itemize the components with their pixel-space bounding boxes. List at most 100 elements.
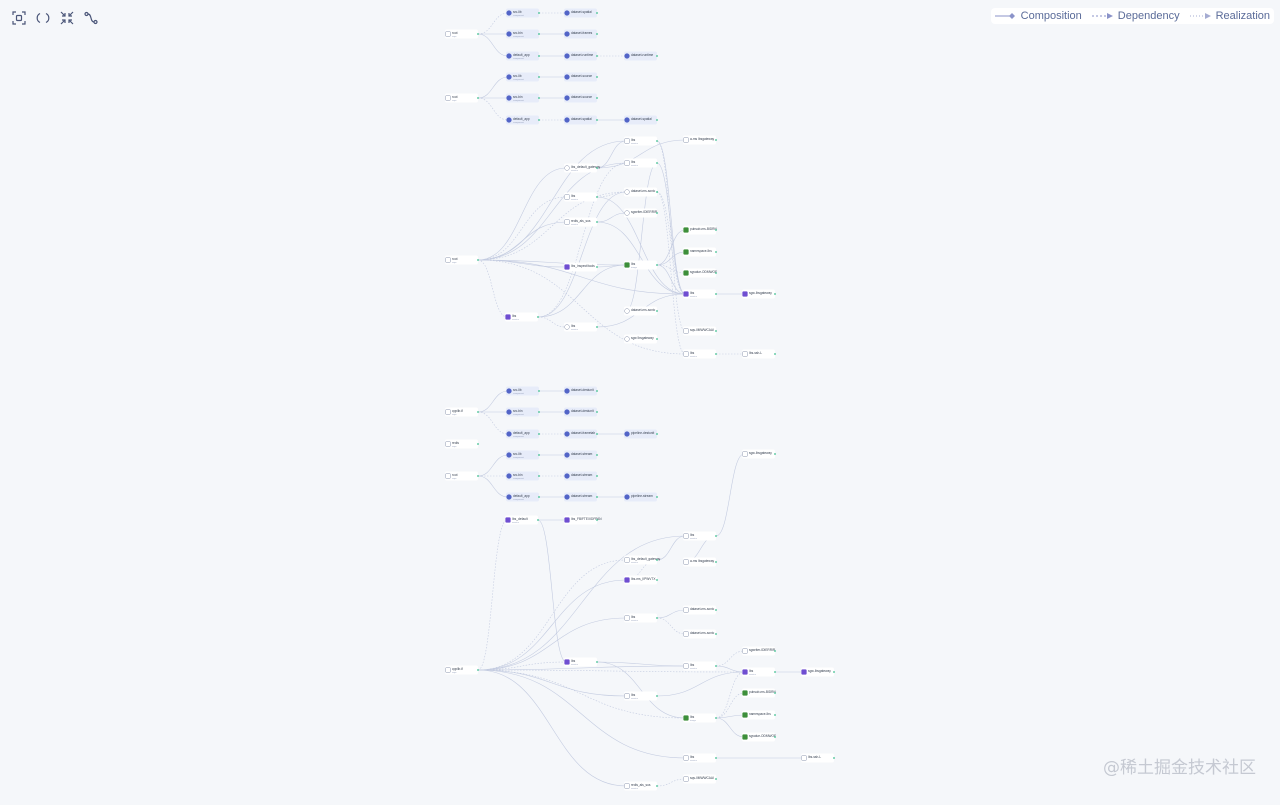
graph-edge[interactable] [477, 76, 509, 99]
graph-node[interactable]: dataset-ms-sonic [624, 187, 658, 197]
node-port[interactable] [715, 251, 717, 253]
graph-node[interactable]: Ibs-ssh-L [742, 349, 776, 359]
graph-edge[interactable] [715, 714, 745, 719]
node-port[interactable] [774, 671, 776, 673]
graph-edge[interactable] [477, 411, 509, 435]
node-port[interactable] [596, 475, 598, 477]
graph-edge[interactable] [477, 196, 567, 261]
graph-node[interactable]: dataset-stream [564, 471, 598, 481]
graph-node[interactable]: sqs-IIMWWCAAI [683, 326, 717, 336]
graph-edge[interactable] [537, 519, 567, 663]
graph-node[interactable]: dataset-spatial [564, 8, 598, 18]
graph-edge[interactable] [656, 191, 686, 295]
node-port[interactable] [596, 12, 598, 14]
node-port[interactable] [656, 55, 658, 57]
node-port[interactable] [715, 139, 717, 141]
node-port[interactable] [715, 561, 717, 563]
graph-edge[interactable] [715, 671, 745, 719]
node-port[interactable] [774, 293, 776, 295]
graph-node[interactable]: dataset-ms-sonic [683, 605, 717, 615]
node-port[interactable] [715, 633, 717, 635]
node-port[interactable] [538, 55, 540, 57]
graph-edge[interactable] [656, 535, 686, 561]
node-port[interactable] [477, 33, 479, 35]
graph-node[interactable]: a-ms Ibsgateway [683, 135, 717, 145]
graph-edge[interactable] [477, 669, 686, 719]
node-port[interactable] [596, 76, 598, 78]
node-port[interactable] [715, 609, 717, 611]
graph-edge[interactable] [477, 140, 627, 261]
fit-view-button[interactable] [56, 7, 78, 29]
graph-node[interactable]: sgw-Ibsgateway [801, 667, 835, 677]
graph-node[interactable]: sgw-Ibsgateway [742, 289, 776, 299]
node-port[interactable] [477, 443, 479, 445]
graph-edge[interactable] [477, 33, 509, 57]
node-port[interactable] [715, 665, 717, 667]
node-port[interactable] [656, 140, 658, 142]
node-port[interactable] [538, 33, 540, 35]
graph-node[interactable]: dataset-runtime [624, 51, 658, 61]
node-port[interactable] [774, 736, 776, 738]
node-port[interactable] [538, 411, 540, 413]
graph-edge[interactable] [596, 212, 627, 223]
node-port[interactable] [477, 411, 479, 413]
graph-node[interactable]: sgw Ibsgateway [624, 334, 658, 344]
node-port[interactable] [656, 264, 658, 266]
graph-node[interactable]: sqs-IIMWWCAAI [683, 774, 717, 784]
graph-node[interactable]: sgvalue-ODMWOE [742, 732, 776, 742]
graph-edge[interactable] [656, 162, 686, 295]
node-port[interactable] [715, 229, 717, 231]
graph-edge[interactable] [477, 167, 567, 261]
node-port[interactable] [656, 579, 658, 581]
graph-edge[interactable] [477, 669, 627, 787]
graph-edge[interactable] [715, 650, 745, 667]
graph-edge[interactable] [596, 196, 686, 295]
node-port[interactable] [833, 757, 835, 759]
focus-button[interactable] [8, 7, 30, 29]
graph-edge[interactable] [477, 162, 627, 261]
graph-node[interactable]: dataset-runtime [564, 51, 598, 61]
graph-node[interactable]: pubsub-ms-BIDRN [742, 688, 776, 698]
node-port[interactable] [656, 496, 658, 498]
graph-node[interactable]: a-ms Ibsgateway [683, 557, 717, 567]
graph-node[interactable]: dataset-stream [564, 492, 598, 502]
node-port[interactable] [656, 695, 658, 697]
graph-node[interactable]: dataset-source [564, 93, 598, 103]
node-port[interactable] [715, 330, 717, 332]
graph-node[interactable]: sgvalue-ODMWOE [683, 268, 717, 278]
graph-edge[interactable] [477, 97, 509, 121]
node-port[interactable] [596, 167, 598, 169]
graph-edge[interactable] [477, 259, 508, 318]
node-port[interactable] [596, 433, 598, 435]
graph-edge[interactable] [596, 661, 686, 719]
graph-edge[interactable] [715, 665, 745, 673]
node-port[interactable] [538, 12, 540, 14]
graph-node[interactable]: Ibs_FBIFTEXIDFPAN [564, 515, 602, 525]
node-port[interactable] [656, 338, 658, 340]
graph-node[interactable]: namespace-Ibs [683, 247, 717, 257]
graph-edge[interactable] [715, 692, 745, 719]
node-port[interactable] [596, 97, 598, 99]
graph-edge[interactable] [477, 669, 627, 697]
layout-button[interactable] [80, 7, 102, 29]
node-port[interactable] [715, 293, 717, 295]
graph-edge[interactable] [477, 259, 686, 355]
node-port[interactable] [656, 191, 658, 193]
